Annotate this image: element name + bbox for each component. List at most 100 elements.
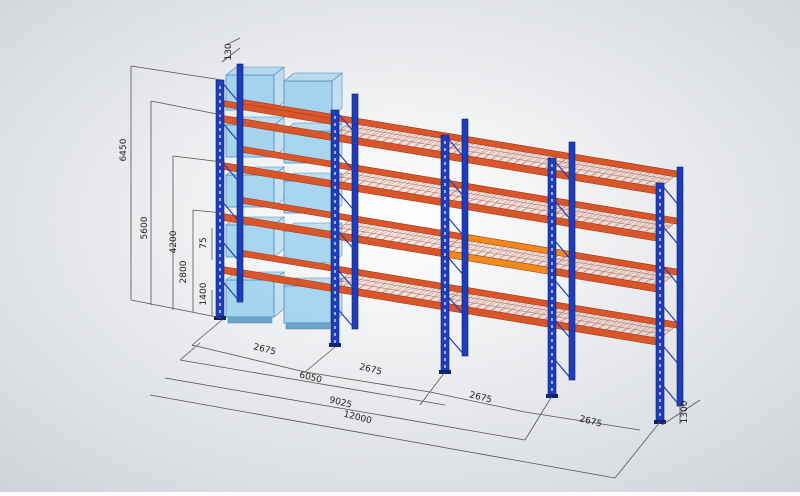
upright-hole [219, 268, 221, 271]
upright-hole [219, 86, 221, 89]
upright-hole [444, 281, 446, 284]
upright-hole [219, 289, 221, 292]
upright-hole [219, 233, 221, 236]
upright-hole [551, 192, 553, 195]
upright-hole [444, 246, 446, 249]
pallet-base [227, 316, 273, 324]
upright-hole [659, 385, 661, 388]
upright-hole [334, 172, 336, 175]
upright-hole [444, 232, 446, 235]
upright-hole [444, 316, 446, 319]
dim-total-height: 6450 [119, 138, 129, 161]
upright-hole [659, 371, 661, 374]
upright-hole [219, 282, 221, 285]
dimension-line [225, 37, 241, 46]
extension-line [130, 299, 223, 319]
upright-hole [444, 309, 446, 312]
upright-hole [334, 270, 336, 273]
upright-hole [334, 144, 336, 147]
upright-hole [444, 183, 446, 186]
extension-line [179, 342, 201, 361]
upright-hole [551, 262, 553, 265]
upright-hole [219, 198, 221, 201]
upright-hole [444, 288, 446, 291]
upright-hole [334, 137, 336, 140]
upright-hole [444, 267, 446, 270]
upright-hole [659, 315, 661, 318]
upright-hole [219, 191, 221, 194]
dimension-line [164, 377, 526, 441]
upright-hole [334, 123, 336, 126]
storage-bin-side [331, 72, 343, 117]
upright-hole [219, 142, 221, 145]
upright-hole [219, 170, 221, 173]
upright-hole [551, 290, 553, 293]
upright-hole [444, 330, 446, 333]
upright-hole [334, 333, 336, 336]
upright-hole [219, 247, 221, 250]
mesh-wire [344, 125, 456, 145]
upright-hole [551, 255, 553, 258]
mesh-wire [339, 129, 451, 149]
upright-hole [659, 280, 661, 283]
upright-hole [551, 311, 553, 314]
upright-hole [334, 186, 336, 189]
upright-hole [219, 261, 221, 264]
upright-hole [444, 253, 446, 256]
extension-line [419, 371, 446, 406]
upright-hole [334, 207, 336, 210]
upright-hole [444, 351, 446, 354]
upright-hole [444, 323, 446, 326]
upright-hole [551, 332, 553, 335]
upright-hole [334, 249, 336, 252]
mesh-wire [454, 294, 563, 314]
upright-hole [659, 259, 661, 262]
upright-hole [334, 228, 336, 231]
upright-hole [551, 318, 553, 321]
upright-hole [444, 274, 446, 277]
upright-hole [659, 392, 661, 395]
upright-hole [551, 241, 553, 244]
upright-hole [219, 184, 221, 187]
upright-hole [659, 399, 661, 402]
dim-top-depth: 130 [224, 43, 234, 60]
upright-hole [659, 357, 661, 360]
upright-hole [444, 148, 446, 151]
upright-hole [659, 266, 661, 269]
upright-hole [551, 374, 553, 377]
upright-hole [659, 413, 661, 416]
upright-hole [219, 121, 221, 124]
shelf-beams [219, 98, 681, 346]
extension-line [150, 100, 223, 116]
upright-hole [659, 301, 661, 304]
upright-hole [444, 218, 446, 221]
upright-hole [219, 310, 221, 313]
upright-hole [444, 358, 446, 361]
upright-hole [659, 350, 661, 353]
mesh-wire [454, 190, 563, 210]
upright-hole [219, 100, 221, 103]
upright-hole [219, 226, 221, 229]
upright-hole [444, 302, 446, 305]
dim-height-5600: 5600 [140, 216, 150, 239]
upright-hole [334, 179, 336, 182]
upright-hole [334, 158, 336, 161]
extension-line [192, 209, 223, 214]
upright-hole [659, 322, 661, 325]
upright-hole [334, 193, 336, 196]
upright-hole [444, 169, 446, 172]
upright-hole [551, 185, 553, 188]
upright-hole [219, 205, 221, 208]
extension-line [614, 421, 661, 479]
upright-hole [334, 235, 336, 238]
upright-hole [551, 178, 553, 181]
dimension-line [304, 371, 431, 393]
upright-hole [444, 197, 446, 200]
upright-hole [551, 248, 553, 251]
mesh-wire [561, 312, 671, 331]
upright-hole [659, 224, 661, 227]
upright-hole [444, 337, 446, 340]
upright-hole [551, 304, 553, 307]
